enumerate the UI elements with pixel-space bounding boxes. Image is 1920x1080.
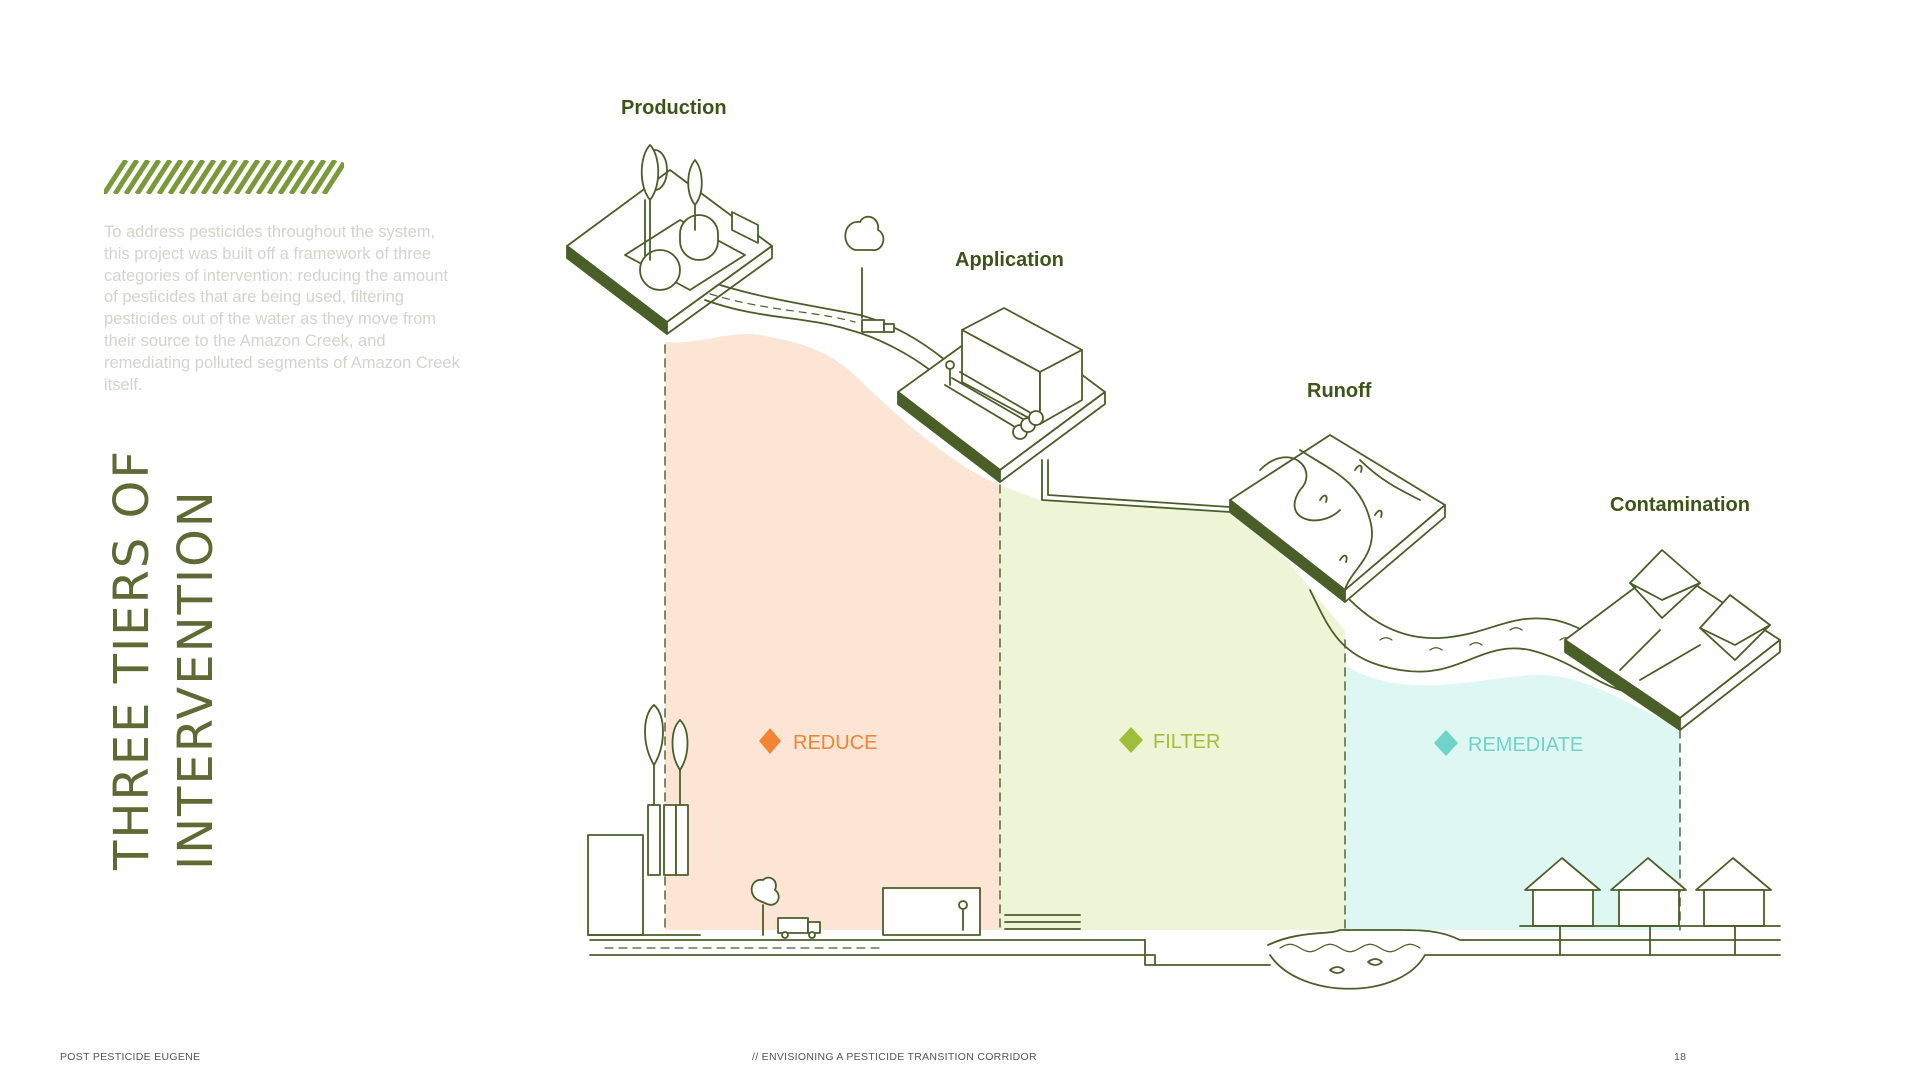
page-number: 18 — [1674, 1051, 1687, 1063]
tier-filter: FILTER — [1119, 727, 1220, 753]
intro-paragraph: To address pesticides throughout the sys… — [104, 223, 460, 394]
remediate-diamond-icon — [1434, 730, 1458, 756]
stage-runoff-label: Runoff — [1307, 380, 1372, 402]
filter-zone — [1000, 485, 1345, 930]
runoff-block — [1229, 434, 1446, 603]
reduce-zone — [665, 333, 1000, 930]
remediate-zone — [1345, 665, 1680, 930]
tier-remediate: REMEDIATE — [1434, 730, 1583, 756]
tier-reduce: REDUCE — [759, 728, 877, 754]
filter-diamond-icon — [1119, 727, 1143, 753]
hatch-accent — [104, 160, 344, 194]
production-block — [566, 144, 773, 335]
tier-reduce-label: REDUCE — [793, 732, 877, 754]
houses-illustration — [1519, 857, 1781, 956]
stage-application-label: Application — [955, 249, 1064, 271]
tier-filter-label: FILTER — [1153, 731, 1220, 753]
reduce-diamond-icon — [759, 728, 781, 754]
contamination-block — [1564, 549, 1781, 731]
footer-center: // ENVISIONING A PESTICIDE TRANSITION CO… — [752, 1051, 1037, 1063]
application-block — [897, 307, 1106, 483]
tier-remediate-label: REMEDIATE — [1468, 734, 1583, 756]
factory-illustration — [587, 704, 701, 936]
stage-production-label: Production — [621, 97, 727, 119]
footer-left: POST PESTICIDE EUGENE — [60, 1051, 201, 1063]
stage-contamination-label: Contamination — [1610, 494, 1750, 516]
